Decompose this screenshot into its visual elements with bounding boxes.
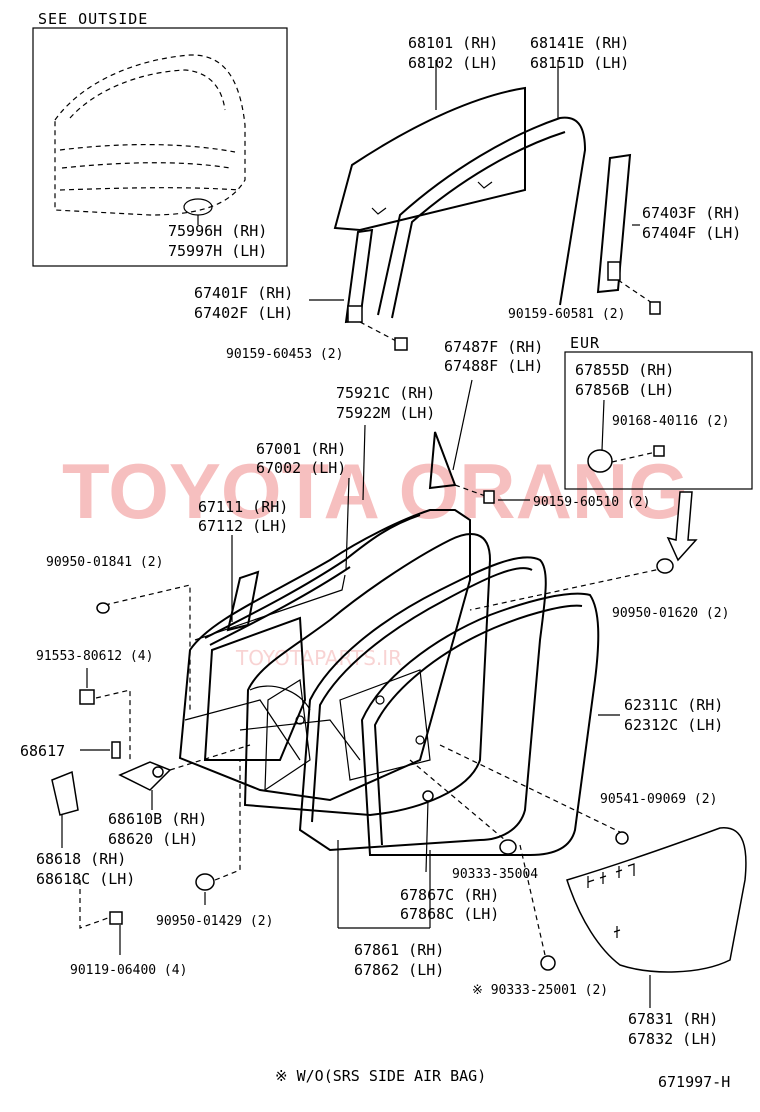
- plug-b: [469, 558, 674, 611]
- label-glass-run-lh: 68151D (LH): [530, 54, 629, 72]
- label-hinge-weather-rh: 67111 (RH): [198, 498, 288, 516]
- plug-icon: [195, 873, 215, 891]
- label-weatherstrip-lh: 62312C (LH): [624, 716, 723, 734]
- label-hinge-lh: 68618C (LH): [36, 870, 135, 888]
- plug-icon: [656, 558, 674, 574]
- label-bolt-corner: 90159-60510 (2): [533, 495, 650, 510]
- label-plug-b: 90950-01620 (2): [612, 606, 729, 621]
- plug-c: [195, 760, 241, 905]
- plug-icon: [96, 602, 110, 614]
- label-channel-front-rh: 67401F (RH): [194, 284, 293, 302]
- emblem-icon: [183, 198, 213, 216]
- label-trim-clip-rh: 67867C (RH): [400, 886, 499, 904]
- label-glass-lh: 68102 (LH): [408, 54, 498, 72]
- eur-part-rh: 67855D (RH): [575, 361, 674, 379]
- label-bolt-hinge: 91553-80612 (4): [36, 649, 153, 664]
- label-door-weatherstrip-lh: 67862 (LH): [354, 961, 444, 979]
- glass-run: [377, 60, 587, 319]
- label-service-cover-lh: 67832 (LH): [628, 1030, 718, 1048]
- footnote: ※ W/O(SRS SIDE AIR BAG): [275, 1067, 486, 1085]
- cap-icon: [587, 449, 613, 473]
- label-hole-cover-a: 90333-35004: [452, 867, 538, 882]
- label-hinge-weather-lh: 67112 (LH): [198, 517, 288, 535]
- label-channel-front-lh: 67402F (LH): [194, 304, 293, 322]
- see-outside-inset: SEE OUTSIDE 75996H (RH) 75997H (LH): [32, 10, 288, 267]
- bolt-icon: [394, 337, 408, 351]
- inner-panel: [243, 533, 492, 817]
- service-hole-cover: [566, 827, 747, 1008]
- eur-bolt: 90168-40116 (2): [612, 414, 729, 429]
- label-channel-rear-lh: 67404F (LH): [642, 224, 741, 242]
- body-weatherstrip: [360, 592, 620, 856]
- label-bolt-front: 90159-60453 (2): [226, 347, 343, 362]
- eur-frame: [564, 351, 753, 490]
- label-trim-clip-lh: 67868C (LH): [400, 905, 499, 923]
- label-pin: 68617: [20, 742, 65, 760]
- label-bolt-hinge-b: 90119-06400 (4): [70, 963, 187, 978]
- front-channel: [309, 228, 408, 351]
- label-hinge-rh: 68618 (RH): [36, 850, 126, 868]
- label-check-lh: 68620 (LH): [108, 830, 198, 848]
- door-shell: [178, 509, 471, 802]
- belt-moulding: [204, 424, 421, 646]
- door-weatherstrip: [298, 556, 547, 929]
- door-glass: [333, 60, 526, 232]
- rear-channel: [596, 153, 661, 315]
- label-corner-rh: 67487F (RH): [444, 338, 543, 356]
- pin-icon: [111, 741, 121, 759]
- label-door-panel-lh: 67002 (LH): [256, 459, 346, 477]
- eur-box: EUR 67855D (RH) 67856B (LH) 90168-40116 …: [564, 334, 753, 490]
- clip-a: [439, 744, 629, 845]
- label-bolt-rear: 90159-60581 (2): [508, 307, 625, 322]
- watermark-site: TOYOTAPARTS.IR: [235, 646, 402, 670]
- diagram-code: 671997-H: [658, 1073, 730, 1091]
- label-belt-outer-lh: 75922M (LH): [336, 404, 435, 422]
- label-corner-lh: 67488F (LH): [444, 357, 543, 375]
- trim-clip-leader: [425, 799, 429, 873]
- inset-title: SEE OUTSIDE: [38, 10, 148, 28]
- label-plug-a: 90950-01841 (2): [46, 555, 163, 570]
- bolt-icon: [109, 911, 123, 925]
- clip-icon: [615, 831, 629, 845]
- door-check: [118, 744, 251, 810]
- inset-part-rh: 75996H (RH): [168, 222, 267, 240]
- label-hole-cover-b: ※ 90333-25001 (2): [472, 983, 608, 998]
- label-door-weatherstrip-rh: 67861 (RH): [354, 941, 444, 959]
- hinge-part: [51, 770, 123, 955]
- eur-part-lh: 67856B (LH): [575, 381, 674, 399]
- label-channel-rear-rh: 67403F (RH): [642, 204, 741, 222]
- screw-icon: [653, 445, 665, 457]
- plug-a: [96, 584, 191, 710]
- clip-icon: [422, 790, 434, 802]
- label-glass-run-rh: 68141E (RH): [530, 34, 629, 52]
- bolt-icon: [649, 301, 661, 315]
- label-clip: 90541-09069 (2): [600, 792, 717, 807]
- watermark-brand: TOYOTA ORANG: [62, 447, 689, 535]
- hole-cover-icon: [499, 839, 517, 855]
- inset-frame: [32, 27, 288, 267]
- outer-door-sketch: [54, 54, 246, 225]
- arrow-icon: [666, 491, 698, 562]
- label-plug-c: 90950-01429 (2): [156, 914, 273, 929]
- bolt-icon: [483, 490, 495, 504]
- label-door-panel-rh: 67001 (RH): [256, 440, 346, 458]
- corner-piece: [428, 379, 530, 504]
- label-weatherstrip-rh: 62311C (RH): [624, 696, 723, 714]
- label-belt-outer-rh: 75921C (RH): [336, 384, 435, 402]
- hinge-bolt: [79, 668, 131, 760]
- hole-cover-b: [519, 844, 556, 971]
- label-service-cover-rh: 67831 (RH): [628, 1010, 718, 1028]
- label-glass-rh: 68101 (RH): [408, 34, 498, 52]
- hinge-weatherstrip: [226, 535, 260, 632]
- hole-cover-icon: [540, 955, 556, 971]
- bolt-icon: [79, 689, 95, 705]
- pin: [80, 741, 121, 759]
- hole-cover-a: [409, 759, 517, 855]
- eur-title: EUR: [570, 334, 600, 352]
- inset-part-lh: 75997H (LH): [168, 242, 267, 260]
- label-check-rh: 68610B (RH): [108, 810, 207, 828]
